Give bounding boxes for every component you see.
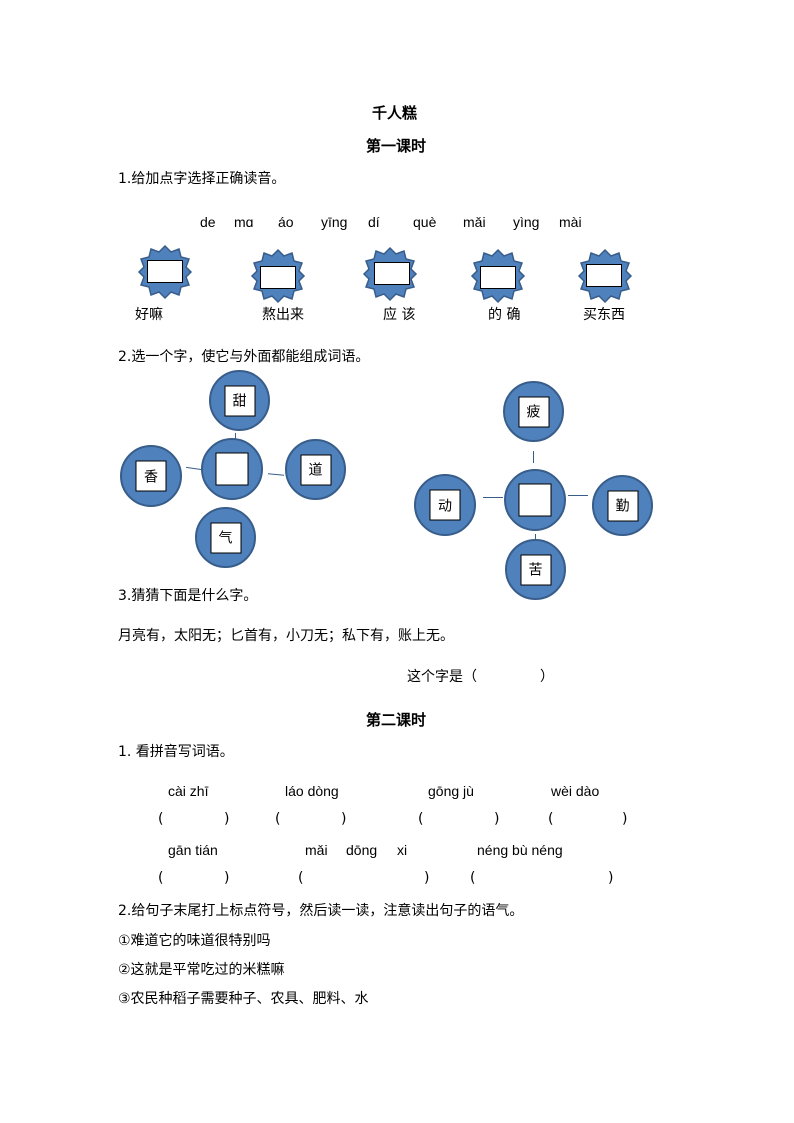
connector-line [483, 497, 503, 498]
paren-open: ( [298, 870, 304, 886]
paren-close: ) [341, 811, 347, 827]
word-label: 买东西 [583, 307, 625, 323]
l2-q1-prompt: 1. 看拼音写词语。 [118, 744, 234, 760]
answer-blank[interactable] [558, 810, 622, 830]
answer-blank[interactable] [480, 869, 608, 889]
char-box: 甜 [224, 385, 255, 416]
star-badge-answer-3[interactable] [362, 246, 418, 302]
pinyin-word: mǎi [305, 842, 328, 858]
pinyin-word: cài zhī [168, 783, 209, 799]
char-box: 疲 [518, 396, 549, 427]
char-box: 气 [210, 522, 241, 553]
star-badge-answer-1[interactable] [137, 244, 193, 300]
word-circle-bottom: 苦 [505, 539, 566, 600]
word-circle-top: 甜 [209, 370, 270, 431]
sentence-item: ①难道它的味道很特别吗 [118, 933, 271, 949]
lesson1-heading: 第一课时 [366, 137, 427, 155]
l1-q3-prompt: 3.猜猜下面是什么字。 [118, 588, 258, 604]
star-badge-answer-4[interactable] [470, 248, 526, 304]
paren-open: ( [418, 811, 424, 827]
paren-open: ( [275, 811, 281, 827]
paren-close: ) [494, 811, 500, 827]
paren-close: ) [224, 811, 230, 827]
answer-blank[interactable] [168, 810, 224, 830]
word-label: 好嘛 [135, 307, 163, 323]
connector-line [235, 433, 236, 439]
star-badge-answer-2[interactable] [250, 248, 306, 304]
char-box: 道 [300, 454, 331, 485]
connector-line [535, 534, 536, 539]
answer-box[interactable] [374, 262, 410, 285]
pinyin-word: wèi dào [551, 783, 600, 799]
word-label: 应 该 [383, 307, 416, 323]
riddle-answer-blank[interactable] [488, 664, 540, 684]
connector-line [186, 466, 202, 471]
answer-box[interactable] [260, 266, 296, 289]
pinyin-word: néng bù néng [477, 842, 563, 858]
word-circle-top: 疲 [503, 381, 564, 442]
pinyin-word: gān tián [168, 842, 218, 858]
pinyin-option: yīng [321, 214, 348, 230]
pinyin-option: yìng [513, 214, 540, 230]
word-label: 的 确 [488, 307, 521, 323]
paren-open: ( [158, 870, 164, 886]
l2-q2-prompt: 2.给句子末尾打上标点符号，然后读一读，注意读出句子的语气。 [118, 903, 524, 919]
answer-blank[interactable] [168, 869, 224, 889]
center-answer-box[interactable] [518, 483, 552, 517]
star-badge-answer-5[interactable] [577, 248, 633, 304]
word-circle-right: 道 [285, 439, 346, 500]
pinyin-option: de [200, 214, 216, 230]
char-box: 香 [135, 460, 167, 492]
pinyin-option: mɑ [234, 214, 254, 230]
char-box: 动 [429, 489, 461, 521]
paren-close: ) [608, 870, 614, 886]
pinyin-word: láo dòng [285, 783, 339, 799]
paren-close: ) [424, 870, 430, 886]
word-circle-center [504, 469, 566, 531]
word-circle-right: 勤 [592, 475, 653, 536]
sentence-item: ②这就是平常吃过的米糕嘛 [118, 962, 285, 978]
paren-open: ( [470, 870, 476, 886]
connector-line [533, 451, 534, 463]
pinyin-option: mǎi [463, 214, 486, 230]
word-label: 熬出来 [262, 307, 304, 323]
answer-box[interactable] [147, 260, 183, 283]
pinyin-word: gōng jù [428, 783, 474, 799]
word-circle-bottom: 气 [195, 507, 256, 568]
pinyin-word: xi [397, 842, 408, 858]
pinyin-option: mài [559, 214, 582, 230]
connector-line [267, 473, 285, 476]
center-answer-box[interactable] [215, 452, 249, 486]
paren-close: ) [622, 811, 628, 827]
word-circle-left: 动 [414, 474, 476, 536]
answer-blank[interactable] [308, 869, 424, 889]
paren-open: ( [158, 811, 164, 827]
connector-line [568, 495, 588, 496]
pinyin-option: dí [368, 214, 380, 230]
answer-blank[interactable] [285, 810, 341, 830]
paren-close: ) [224, 870, 230, 886]
answer-label: 这个字是（ [407, 669, 477, 685]
pinyin-option: áo [278, 214, 294, 230]
char-box: 苦 [520, 554, 551, 585]
pinyin-word: dōng [346, 842, 378, 858]
paren-open: ( [548, 811, 554, 827]
sentence-item: ③农民种稻子需要种子、农具、肥料、水 [118, 991, 369, 1007]
word-circle-center [201, 438, 263, 500]
riddle-text: 月亮有，太阳无；匕首有，小刀无；私下有，账上无。 [118, 628, 454, 644]
page-title: 千人糕 [372, 104, 418, 122]
answer-box[interactable] [586, 264, 622, 287]
word-circle-left: 香 [120, 445, 182, 507]
answer-box[interactable] [480, 266, 516, 289]
answer-close: ） [540, 669, 554, 685]
lesson2-heading: 第二课时 [366, 711, 427, 729]
answer-blank[interactable] [428, 810, 494, 830]
l1-q2-prompt: 2.选一个字，使它与外面都能组成词语。 [118, 349, 370, 365]
l1-q1-prompt: 1.给加点字选择正确读音。 [118, 171, 286, 187]
pinyin-option: què [413, 214, 437, 230]
char-box: 勤 [607, 490, 638, 521]
